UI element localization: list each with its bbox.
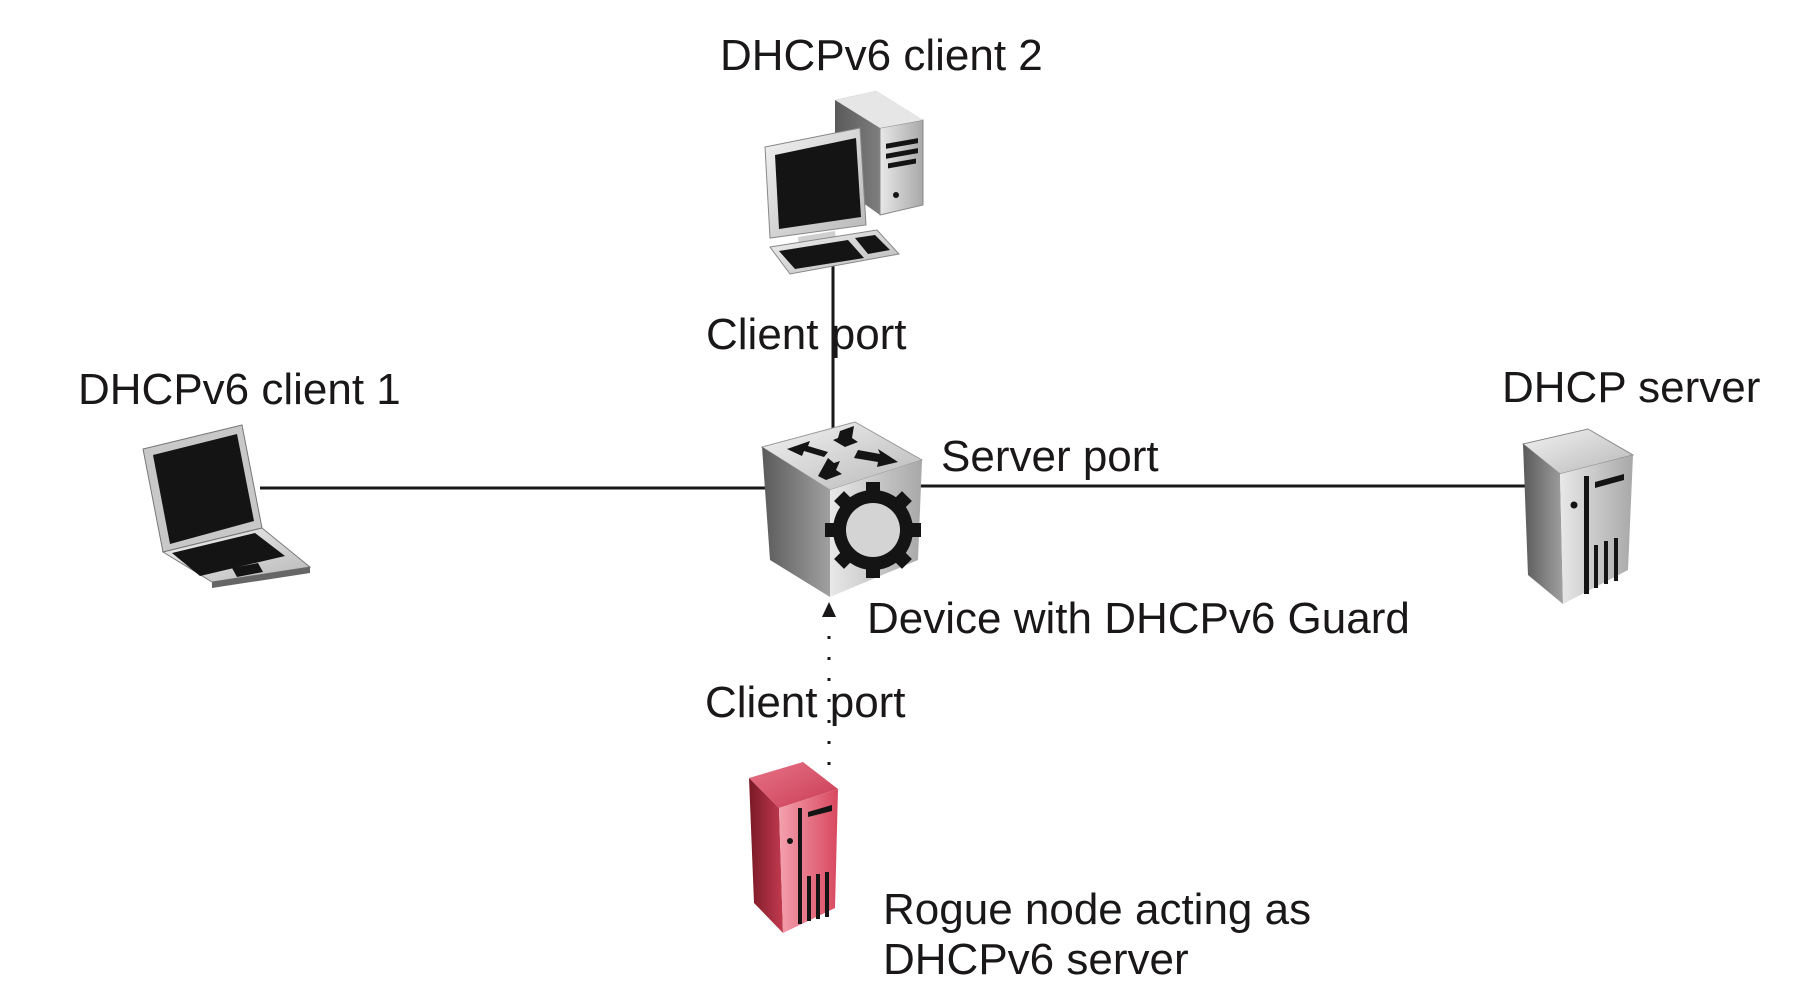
client-port-label-top: Client port — [706, 310, 907, 359]
client-port-label-bottom: Client port — [705, 678, 906, 727]
server-port-label: Server port — [941, 432, 1159, 481]
laptop-icon — [142, 424, 312, 588]
client2-label: DHCPv6 client 2 — [720, 31, 1043, 80]
guard-device-label: Device with DHCPv6 Guard — [867, 594, 1410, 643]
arrowhead-up-icon — [822, 602, 836, 617]
dhcp-server-label: DHCP server — [1502, 363, 1761, 412]
rogue-label-line2: DHCPv6 server — [883, 935, 1189, 984]
client1-label: DHCPv6 client 1 — [78, 365, 401, 414]
rogue-label-line1: Rogue node acting as — [883, 885, 1312, 934]
server-tower-icon — [1521, 428, 1635, 604]
rogue-server-icon — [749, 762, 838, 933]
desktop-computer-icon — [764, 91, 924, 275]
router-switch-icon — [760, 421, 924, 597]
